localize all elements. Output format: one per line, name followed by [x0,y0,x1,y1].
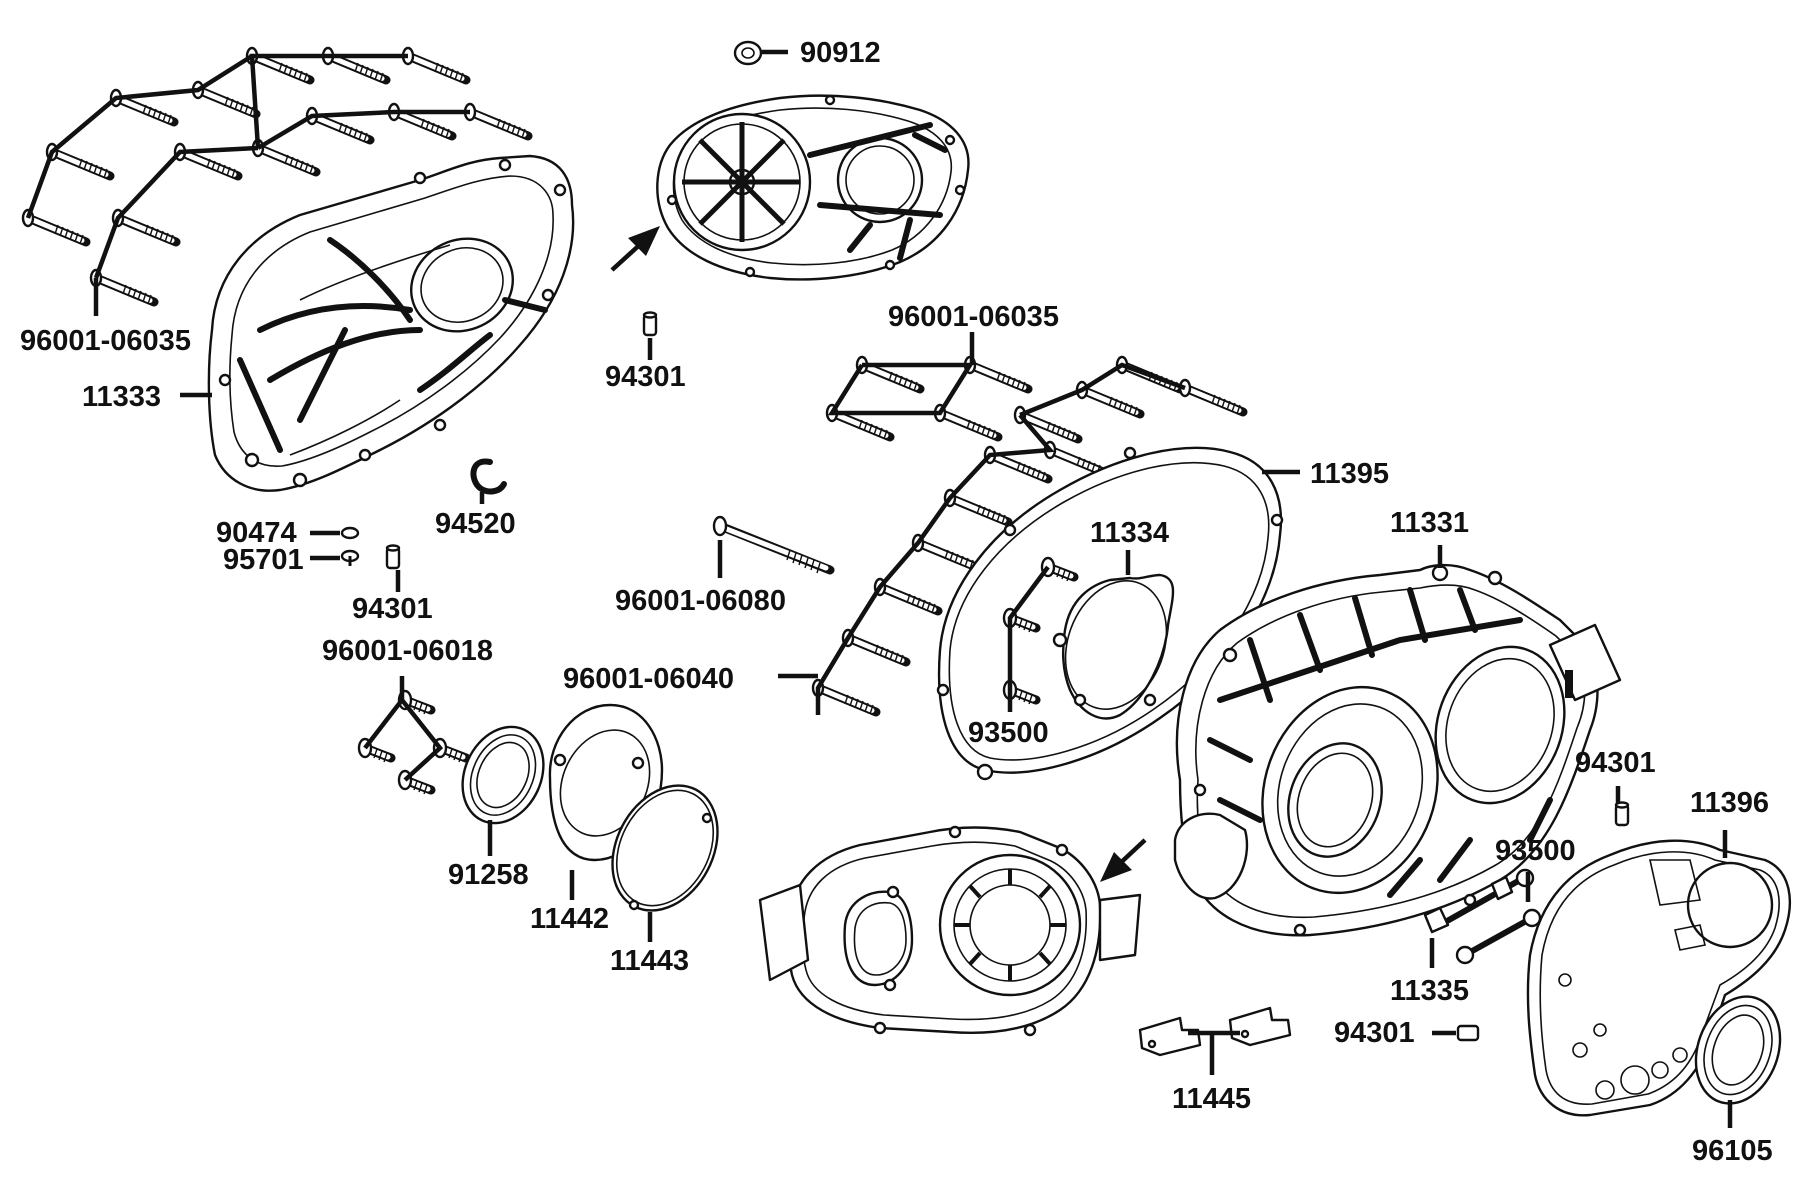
dowel-pin-94301-bottom [1432,1024,1480,1042]
label-11335: 11335 [1390,975,1469,1007]
label-11395: 11395 [1310,458,1389,490]
label-96105: 96105 [1692,1135,1773,1167]
label-95701: 95701 [223,544,304,576]
label-93500-center: 93500 [968,717,1049,749]
label-96001-06080: 96001-06080 [615,585,786,617]
gasket-11396 [1526,830,1792,1117]
label-11334: 11334 [1090,517,1169,549]
label-94520: 94520 [435,508,516,540]
outer-clutch-cover-11333 [207,154,575,492]
housing-11331 [1173,545,1622,937]
label-11396: 11396 [1690,787,1769,819]
housing-inner-view [758,825,1142,1037]
dowel-pin-94301-right [1614,786,1630,827]
gasket-11443 [611,784,719,942]
label-96001-06040: 96001-06040 [563,663,734,695]
label-90474: 90474 [216,517,297,549]
circlip-94520 [470,458,507,504]
plate-11335 [1423,875,1514,968]
long-bolt-96001-06080 [712,515,835,578]
label-91258: 91258 [448,859,529,891]
label-96001-06018: 96001-06018 [322,635,493,667]
arrow-icon [610,226,660,272]
brackets-11445 [1138,1006,1292,1075]
seal-91258 [461,725,545,856]
label-96001-06035-right: 96001-06035 [888,301,1059,333]
label-11445: 11445 [1172,1083,1251,1115]
label-90912: 90912 [800,37,881,69]
arrow-icon [1100,838,1147,882]
label-94301-mid: 94301 [352,593,433,625]
label-94301-bottom: 94301 [1334,1017,1415,1049]
bolts-96001-06018 [359,676,466,794]
label-94301-top: 94301 [605,361,686,393]
dowel-pin-94301-top [642,311,658,360]
bolts-96001-06035-right [813,332,1243,715]
washer-90474 [310,526,360,540]
bolts-96001-06035-left [23,48,528,316]
oil-seal-96105 [1694,995,1782,1128]
part-labels: 96001-06035 11333 90912 94301 90474 9570… [20,37,1773,1167]
inner-plate-11334 [1052,550,1175,720]
label-96001-06035-left: 96001-06035 [20,325,191,357]
dowel-pin-94301-mid [385,544,401,592]
screw-95701 [310,549,360,566]
label-11443: 11443 [610,945,689,977]
inner-cover-90912 [656,40,970,281]
label-93500-right: 93500 [1495,835,1576,867]
label-11333: 11333 [82,381,161,413]
label-94301-right: 94301 [1575,747,1656,779]
screws-93500-right [1437,868,1542,958]
screws-93500-center [1004,558,1074,712]
label-11442: 11442 [530,903,609,935]
label-11331: 11331 [1390,507,1469,539]
